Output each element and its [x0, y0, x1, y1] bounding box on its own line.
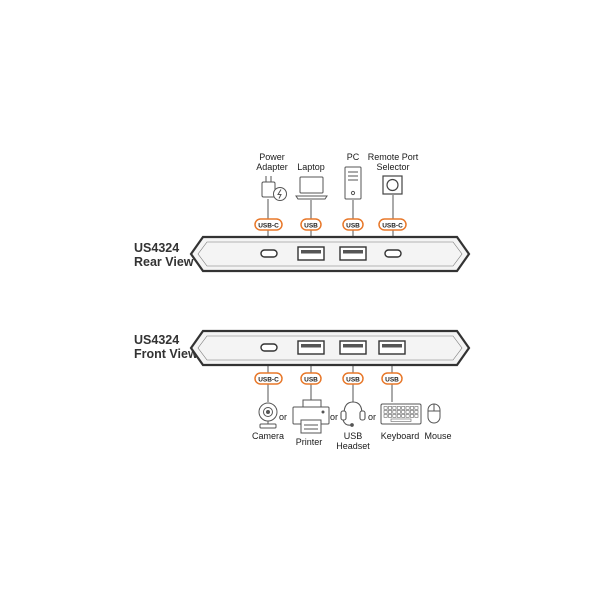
rear-label-remote-line2: Selector: [376, 162, 409, 172]
front-badge-usb-3-text: USB: [385, 377, 399, 384]
keyboard-key: [401, 410, 406, 414]
rear-device-body: [189, 235, 471, 273]
keyboard-key: [388, 414, 392, 418]
rear-badge-usbc-2-text: USB-C: [382, 223, 403, 230]
rear-badge-usbc-2: USB-C: [378, 218, 407, 231]
pc-tower-icon: [344, 166, 362, 200]
rear-badge-usb-1: USB: [300, 218, 322, 231]
laptop-icon: [295, 176, 328, 200]
keyboard-key: [414, 414, 419, 418]
keyboard-key: [396, 406, 401, 410]
rear-label-pc: PC: [347, 152, 360, 162]
remote-port-selector-icon: [382, 175, 403, 195]
front-badge-usb-1: USB: [300, 372, 322, 385]
front-badge-usb-2-text: USB: [346, 377, 360, 384]
rear-usb-c-port-2: [384, 249, 402, 258]
front-model-title: US4324: [134, 333, 179, 347]
headset-icon: [340, 401, 366, 427]
front-badge-usbc-text: USB-C: [258, 377, 279, 384]
front-badge-usb-3: USB: [381, 372, 403, 385]
keyboard-key: [414, 410, 419, 414]
front-usb-c-port: [260, 343, 278, 352]
keyboard-key: [388, 410, 392, 414]
rear-badge-usbc-1-text: USB-C: [258, 223, 279, 230]
front-label-headset-line1: USB: [344, 431, 363, 441]
front-label-headset-line2: Headset: [336, 441, 370, 451]
front-connection-lines: [267, 360, 393, 405]
or-separator-3: or: [368, 412, 376, 422]
rear-usb-c-port-1: [260, 249, 278, 258]
keyboard-key: [383, 410, 388, 414]
keyboard-key: [401, 406, 406, 410]
front-label-camera: Camera: [252, 431, 284, 441]
rear-usb-a-port-2-tongue: [343, 250, 363, 254]
front-usb-a-port-2-tongue: [343, 344, 363, 348]
rear-label-remote-line1: Remote Port: [368, 152, 419, 162]
keyboard-key: [405, 414, 410, 418]
keyboard-key: [410, 406, 414, 410]
rear-label-power-adapter-line2: Adapter: [256, 162, 288, 172]
keyboard-key: [383, 406, 388, 410]
or-separator-2: or: [330, 412, 338, 422]
front-usb-a-port-3-tongue: [382, 344, 402, 348]
front-usb-a-port-1-tongue: [301, 344, 321, 348]
keyboard-icon: [380, 403, 422, 425]
keyboard-keys: [383, 406, 419, 418]
keyboard-key: [388, 406, 392, 410]
printer-icon: [292, 399, 330, 434]
front-device-body: [189, 329, 471, 367]
keyboard-key: [392, 406, 397, 410]
power-adapter-icon: [261, 176, 287, 201]
keyboard-key: [405, 406, 410, 410]
keyboard-key: [383, 414, 388, 418]
keyboard-key: [392, 410, 397, 414]
front-label-mouse: Mouse: [424, 431, 451, 441]
or-separator-1: or: [279, 412, 287, 422]
keyboard-key: [414, 406, 419, 410]
keyboard-key: [401, 414, 406, 418]
keyboard-key: [392, 414, 397, 418]
front-label-printer: Printer: [296, 437, 323, 447]
rear-label-laptop: Laptop: [297, 162, 325, 172]
keyboard-key: [410, 410, 414, 414]
front-badge-usbc: USB-C: [254, 372, 283, 385]
rear-label-power-adapter-line1: Power: [259, 152, 285, 162]
keyboard-key: [396, 414, 401, 418]
front-view-title: Front View: [134, 347, 198, 361]
front-badge-usb-2: USB: [342, 372, 364, 385]
front-label-keyboard: Keyboard: [381, 431, 420, 441]
keyboard-key: [405, 410, 410, 414]
mouse-icon: [427, 403, 441, 424]
front-badge-usb-1-text: USB: [304, 377, 318, 384]
rear-view-section: US4324 Rear View Power Adapter Laptop PC…: [134, 152, 471, 273]
keyboard-key: [410, 414, 414, 418]
front-view-section: US4324 Front View USB-C USB: [134, 329, 471, 451]
rear-badge-usb-1-text: USB: [304, 223, 318, 230]
keyboard-key: [396, 410, 401, 414]
rear-badge-usb-2-text: USB: [346, 223, 360, 230]
rear-usb-a-port-1-tongue: [301, 250, 321, 254]
rear-badge-usbc-1: USB-C: [254, 218, 283, 231]
rear-model-title: US4324: [134, 241, 179, 255]
camera-icon: [258, 402, 278, 429]
rear-view-title: Rear View: [134, 255, 194, 269]
rear-badge-usb-2: USB: [342, 218, 364, 231]
